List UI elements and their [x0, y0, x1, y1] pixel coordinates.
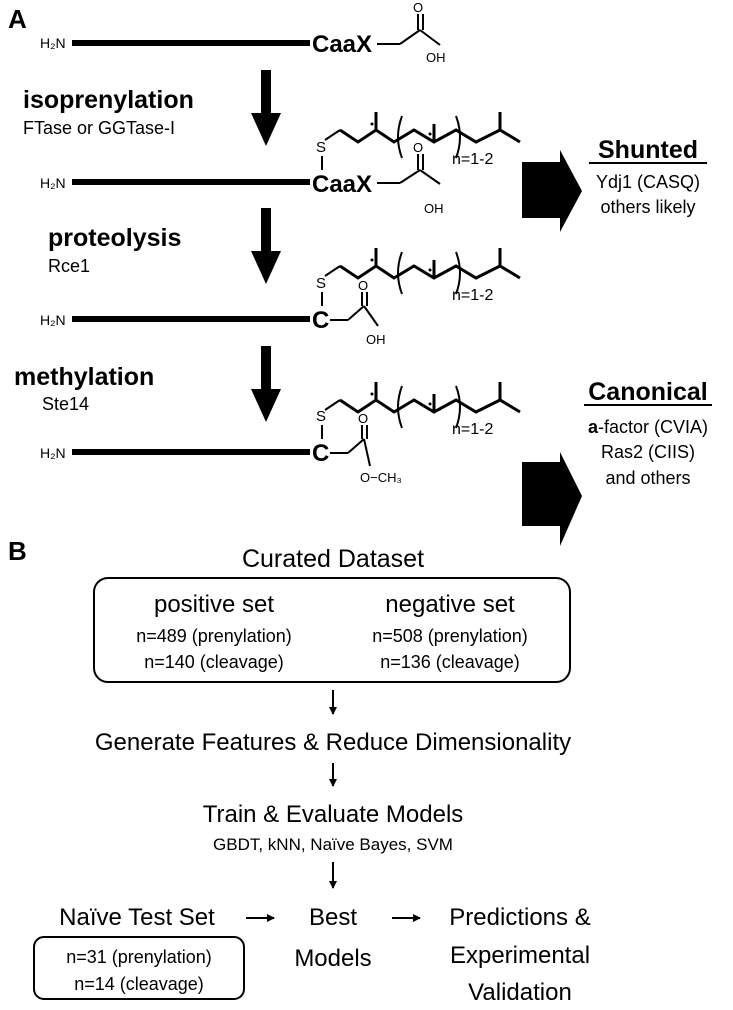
down-arrow	[251, 70, 281, 146]
carbonyl-oxygen: O	[413, 0, 423, 15]
n-terminus-label: H₂N	[40, 312, 66, 328]
down-arrow	[251, 208, 281, 284]
carbonyl-oxygen: O	[413, 140, 423, 155]
cys-residue: C	[312, 440, 329, 467]
bond	[399, 29, 421, 45]
protein-row-1: H₂N CaaX O OH	[40, 0, 446, 65]
repeat-bracket-close	[455, 385, 461, 429]
repeat-bracket-open	[397, 251, 403, 295]
isoprenoid-chain	[339, 128, 521, 144]
protein-row-4: H₂N C O O−CH₃ S n=1-2	[40, 382, 521, 485]
carbonyl-oxygen: O	[358, 278, 368, 293]
enzyme-ftase-ggtase: FTase or GGTase-I	[23, 118, 175, 138]
dataset-title: Curated Dataset	[242, 545, 424, 573]
protein-row-2: H₂N CaaX O OH S n=1-2	[40, 112, 521, 216]
hydroxyl-label: OH	[426, 50, 446, 65]
hydroxyl-label: OH	[366, 332, 386, 347]
predictions-line1: Predictions &	[449, 904, 590, 931]
thioether-bond	[324, 399, 341, 411]
isoprenoid-chain	[339, 264, 521, 280]
down-arrow	[251, 346, 281, 422]
bond	[347, 438, 365, 454]
bond	[419, 169, 441, 185]
n-terminus-label: H₂N	[40, 175, 66, 191]
bond	[399, 169, 421, 184]
positive-set-title: positive set	[154, 591, 274, 618]
shunted-title: Shunted	[598, 136, 698, 164]
shunted-others: others likely	[600, 197, 695, 217]
canonical-others: and others	[605, 468, 690, 488]
carbonyl-oxygen: O	[358, 411, 368, 426]
bond	[347, 305, 365, 321]
negative-prenylation-count: n=508 (prenylation)	[372, 626, 528, 646]
caax-motif: CaaX	[312, 31, 372, 58]
n-terminus-label: H₂N	[40, 35, 66, 51]
canonical-example-a-factor: a-factor (CVIA)	[588, 417, 708, 437]
sulfur-atom: S	[316, 408, 326, 425]
repeat-bracket-close	[455, 251, 461, 295]
thioether-bond	[324, 129, 341, 141]
panel-a-label: A	[8, 4, 27, 34]
features-step: Generate Features & Reduce Dimensionalit…	[95, 729, 571, 756]
bond	[363, 438, 371, 467]
repeat-count: n=1-2	[452, 421, 493, 438]
enzyme-ste14: Ste14	[42, 394, 89, 414]
train-step: Train & Evaluate Models	[203, 801, 464, 828]
repeat-count: n=1-2	[452, 287, 493, 304]
step-proteolysis: proteolysis	[48, 224, 181, 252]
protein-row-3: H₂N C O OH S n=1-2	[40, 248, 521, 347]
shunted-example-ydj1: Ydj1 (CASQ)	[596, 172, 700, 192]
step-methylation: methylation	[14, 363, 154, 391]
n-terminus-label: H₂N	[40, 445, 66, 461]
methoxy-label: O−CH₃	[360, 470, 402, 485]
negative-set-title: negative set	[385, 591, 515, 618]
positive-cleavage-count: n=140 (cleavage)	[144, 652, 284, 672]
thioether-bond	[324, 265, 341, 277]
repeat-bracket-open	[397, 385, 403, 429]
cys-residue: C	[312, 307, 329, 334]
canonical-example-ras2: Ras2 (CIIS)	[601, 442, 695, 462]
canonical-title: Canonical	[588, 378, 707, 406]
naive-prenylation-count: n=31 (prenylation)	[66, 947, 212, 967]
naive-test-set-box	[33, 936, 245, 1000]
sulfur-atom: S	[316, 139, 326, 156]
repeat-bracket-close	[455, 115, 461, 159]
predictions-line2: Experimental	[450, 942, 590, 969]
bond	[419, 29, 441, 46]
shunted-arrow	[522, 150, 582, 232]
enzyme-rce1: Rce1	[48, 256, 90, 276]
negative-cleavage-count: n=136 (cleavage)	[380, 652, 520, 672]
bond	[363, 305, 379, 327]
dataset-box	[93, 577, 571, 683]
sulfur-atom: S	[316, 275, 326, 292]
repeat-bracket-open	[397, 115, 403, 159]
canonical-arrow	[522, 452, 582, 546]
naive-test-set-title: Naïve Test Set	[59, 904, 215, 931]
repeat-count: n=1-2	[452, 151, 493, 168]
naive-cleavage-count: n=14 (cleavage)	[74, 974, 204, 994]
step-isoprenylation: isoprenylation	[23, 86, 194, 114]
caax-motif: CaaX	[312, 171, 372, 198]
hydroxyl-label: OH	[424, 201, 444, 216]
positive-prenylation-count: n=489 (prenylation)	[136, 626, 292, 646]
best-models-line2: Models	[294, 945, 371, 972]
predictions-line3: Validation	[468, 979, 572, 1006]
panel-b-label: B	[8, 536, 27, 566]
model-list: GBDT, kNN, Naïve Bayes, SVM	[213, 835, 453, 854]
isoprenoid-chain	[339, 398, 521, 414]
best-models-line1: Best	[309, 904, 357, 931]
